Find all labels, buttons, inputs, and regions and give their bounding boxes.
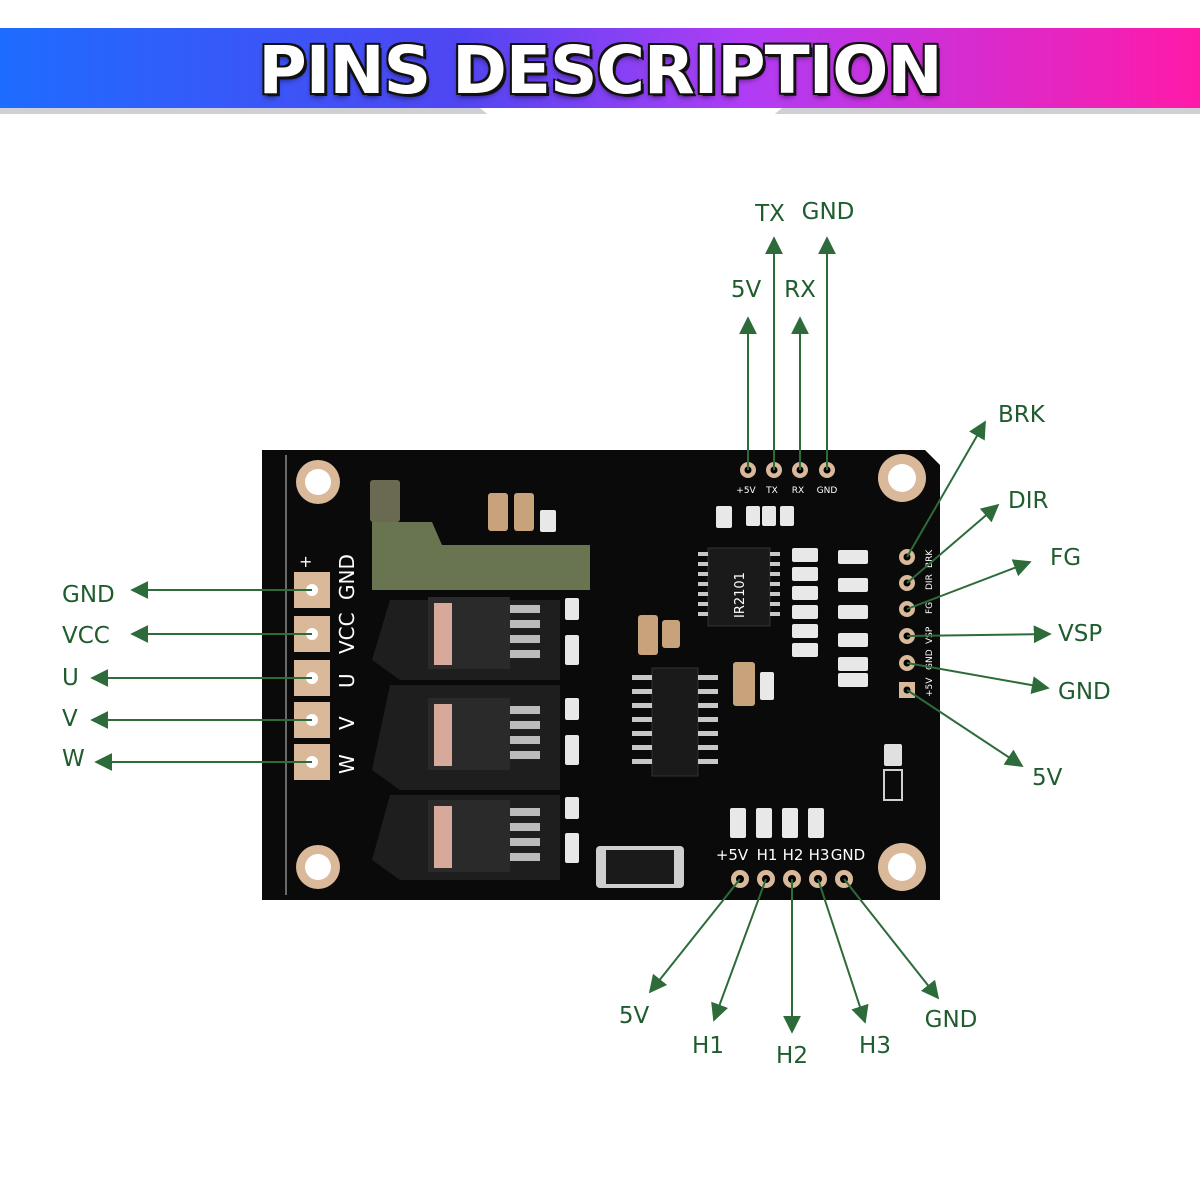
callout-bottom-5v: 5V: [619, 1003, 650, 1029]
silk-ctrl-dir: DIR: [925, 574, 935, 590]
arrow-right-dir: [906, 503, 1000, 584]
silk-ctrl-brk: BRK: [925, 549, 935, 568]
callout-left-w: W: [62, 746, 85, 772]
callout-left-v: V: [62, 706, 78, 732]
controller-ic-icon: [632, 667, 718, 777]
inductor-icon: [596, 846, 684, 888]
callout-top-5v: 5V: [731, 277, 762, 303]
silk-hall-h2: H2: [783, 846, 804, 864]
title-banner: [0, 28, 1200, 114]
mounting-hole-icon: [878, 454, 926, 502]
arrow-bottom-5v: [648, 878, 741, 994]
arrow-right-fg: [906, 559, 1032, 610]
callout-right-fg: FG: [1050, 545, 1081, 571]
callout-bottom-gnd: GND: [925, 1007, 978, 1033]
silk-uart-gnd: GND: [817, 486, 838, 496]
silk-ctrl-gnd: GND: [925, 649, 935, 670]
callout-top-tx: TX: [754, 201, 785, 227]
arrow-bottom-h3: [817, 878, 869, 1024]
uart-header: +5V TX RX GND: [736, 462, 837, 496]
mounting-hole-icon: [296, 845, 340, 889]
arrow-bottom-gnd: [843, 878, 940, 1000]
mosfet-icon: [428, 597, 540, 669]
silk-hall-h3: H3: [809, 846, 830, 864]
callout-arrows: [90, 236, 1052, 1034]
mosfet-icon: [428, 698, 540, 770]
callout-labels: GND VCC U V W 5V TX RX GND BRK DIR FG VS…: [62, 199, 1111, 1069]
arrow-right-brk: [906, 420, 986, 558]
mounting-hole-icon: [878, 843, 926, 891]
callout-left-gnd: GND: [62, 582, 115, 608]
silk-v: V: [335, 716, 359, 730]
silk-hall-5v: +5V: [716, 846, 749, 864]
silk-gnd: GND: [335, 554, 359, 600]
callout-bottom-h2: H2: [776, 1043, 808, 1069]
callout-left-u: U: [62, 665, 79, 691]
callout-right-brk: BRK: [998, 402, 1046, 428]
mounting-hole-icon: [296, 460, 340, 504]
callout-top-gnd: GND: [802, 199, 855, 225]
silk-uart-tx: TX: [765, 486, 778, 496]
arrow-right-5v: [906, 689, 1024, 767]
callout-top-rx: RX: [784, 277, 816, 303]
crystal-icon: [883, 744, 903, 801]
callout-right-gnd: GND: [1058, 679, 1111, 705]
silk-u: U: [335, 673, 359, 688]
callout-right-5v: 5V: [1032, 765, 1063, 791]
arrow-bottom-h1: [711, 878, 767, 1022]
page-title: PINS DESCRIPTION: [258, 31, 942, 109]
pcb-board: IR2101 + GND VCC U V W: [262, 450, 940, 900]
silk-w: W: [335, 754, 359, 774]
callout-right-dir: DIR: [1008, 488, 1048, 514]
callout-right-vsp: VSP: [1058, 621, 1102, 647]
silk-vcc: VCC: [335, 612, 359, 654]
silk-ctrl-fg: FG: [925, 602, 935, 614]
silk-plus: +: [299, 552, 312, 571]
callout-bottom-h1: H1: [692, 1033, 724, 1059]
arrow-right-gnd: [906, 662, 1050, 695]
silk-hall-h1: H1: [757, 846, 778, 864]
chip-marking: IR2101: [733, 572, 748, 618]
callout-left-vcc: VCC: [62, 623, 110, 649]
callout-bottom-h3: H3: [859, 1033, 891, 1059]
silk-ctrl-5v: +5V: [925, 677, 935, 697]
mosfet-icon: [428, 800, 540, 872]
silk-uart-rx: RX: [792, 486, 804, 496]
arrow-right-vsp: [906, 625, 1052, 644]
silk-hall-gnd: GND: [831, 846, 865, 864]
driver-ic-icon: IR2101: [698, 547, 780, 627]
silk-uart-5v: +5V: [736, 486, 756, 496]
